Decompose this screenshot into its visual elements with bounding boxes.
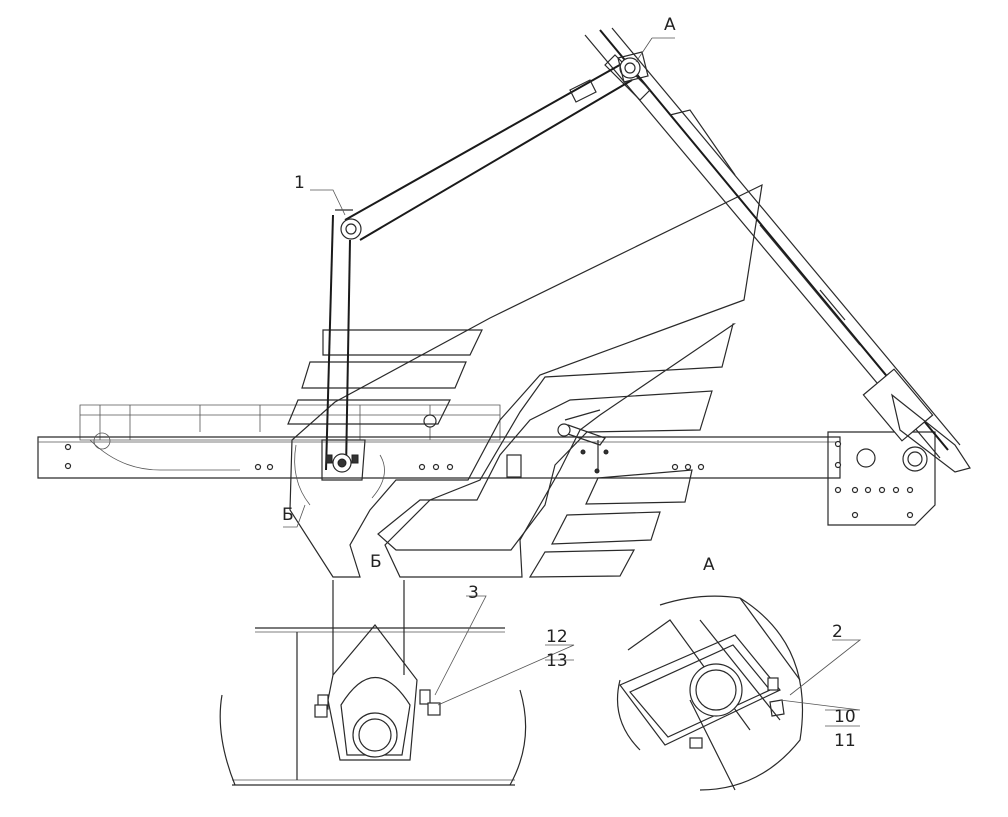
panel-outlines — [287, 183, 763, 578]
label-part-13: 13 — [546, 651, 568, 671]
annotations: А 1 Б Б 3 12 13 А 2 10 11 — [282, 15, 856, 751]
tipping-arm — [321, 51, 649, 481]
lifting-cylinder — [584, 27, 971, 473]
label-part-2: 2 — [832, 622, 843, 642]
label-view-b-section: Б — [370, 552, 382, 572]
label-view-a-top: А — [664, 15, 676, 35]
label-view-a-detail: А — [703, 555, 715, 575]
leader-lines — [283, 37, 862, 727]
detail-view-a — [616, 595, 804, 791]
label-part-12: 12 — [546, 627, 568, 647]
callout-b — [294, 444, 385, 506]
label-part-3: 3 — [468, 583, 479, 603]
label-part-11: 11 — [834, 731, 856, 751]
section-view-b — [219, 580, 527, 786]
label-part-1: 1 — [294, 173, 305, 193]
label-view-b-callout: Б — [282, 505, 294, 525]
label-part-10: 10 — [834, 707, 856, 727]
chassis-frame — [37, 404, 936, 526]
